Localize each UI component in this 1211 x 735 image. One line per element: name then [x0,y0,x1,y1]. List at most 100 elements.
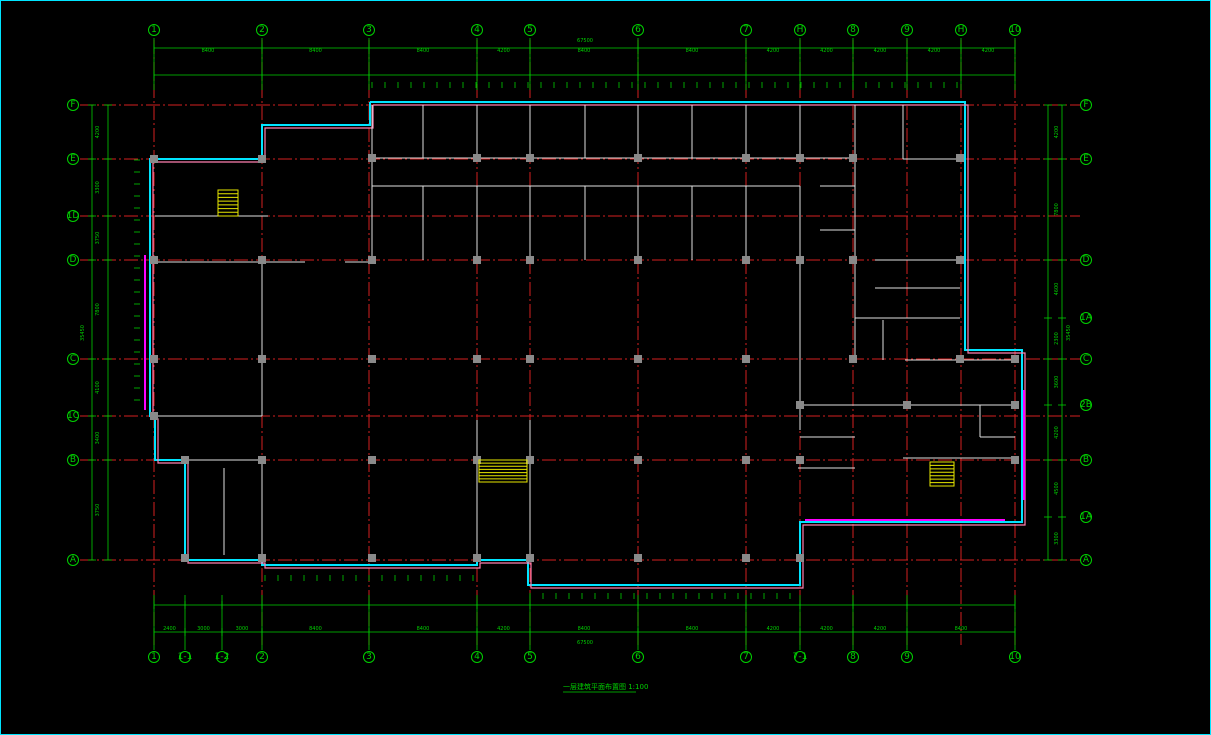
right-overall-dimension: 35450 [1066,325,1072,341]
dimension-text: 4200 [1054,426,1060,439]
axis-bubble-bottom [740,651,752,663]
walls [144,101,1026,589]
dimension-text: 3750 [95,504,101,517]
stair-outline [217,189,239,217]
axis-label-right: 1A [1080,512,1093,522]
structural-column [796,256,804,264]
dimension-texts: 8400 8400 8400 4200 8400 8400 4200 4200 4200 4200… [95,48,1060,632]
dimension-text: 4200 [928,48,941,54]
axis-label-left: 1C [67,411,79,421]
axis-label-top: 8 [850,25,856,35]
dimension-text: 8400 [955,626,968,632]
structural-column [903,401,911,409]
axis-label-top: 6 [635,25,641,35]
structural-column [634,554,642,562]
axis-label-right: F [1083,100,1088,110]
axis-bubble-top [363,24,375,36]
structural-column [258,456,266,464]
axis-bubble-top [1009,24,1021,36]
dimension-text: 4200 [820,626,833,632]
dimension-text: 2300 [1054,332,1060,345]
axis-bubble-left [67,210,79,222]
axis-label-right: E [1083,154,1089,164]
structural-column [796,401,804,409]
dimension-text: 4200 [874,626,887,632]
left-overall-dimension: 35450 [80,325,86,341]
dimension-text: 4200 [767,48,780,54]
dimension-text: 3300 [95,181,101,194]
axis-label-left: 1D [67,211,80,221]
dimension-text: 4200 [497,626,510,632]
axis-bubble-right [1080,554,1092,566]
axis-label-right: D [1083,255,1090,265]
axis-label-top: 10 [1009,25,1021,35]
axis-bubble-right [1080,254,1092,266]
axis-bubble-top [632,24,644,36]
dimension-text: 4200 [767,626,780,632]
structural-column [473,554,481,562]
structural-column [742,355,750,363]
axis-bubble-left [67,454,79,466]
structural-column [368,456,376,464]
axis-label-bottom: 4 [474,652,480,662]
dimension-text: 3400 [95,432,101,445]
structural-column [368,554,376,562]
structural-column [150,256,158,264]
axis-label-top: 5 [527,25,533,35]
dimension-text: 8400 [686,626,699,632]
axis-label-right: B [1083,455,1089,465]
axis-label-top: H [958,25,965,35]
dimension-text: 4200 [95,126,101,139]
dimension-text: 3000 [197,626,210,632]
structural-column [634,256,642,264]
axis-label-bottom: 1 [151,652,157,662]
axis-label-bottom: 1-1 [178,652,193,662]
exterior-wall-inner [152,104,1026,589]
structural-column [796,554,804,562]
structural-column [1011,456,1019,464]
stairs [217,189,955,487]
dimension-text: 3300 [1054,532,1060,545]
structural-column [796,154,804,162]
structural-column [956,256,964,264]
structural-column [849,256,857,264]
axis-label-left: F [70,100,75,110]
structural-column [368,355,376,363]
axis-bubble-top [901,24,913,36]
dimension-text: 8400 [202,48,215,54]
axis-bubble-top [955,24,967,36]
stair-outline [478,459,528,483]
dimension-text: 4200 [820,48,833,54]
dimension-text: 7800 [1054,203,1060,216]
dimension-text: 8400 [686,48,699,54]
structural-column [150,155,158,163]
dimension-text: 8400 [309,48,322,54]
axis-label-top: 2 [259,25,265,35]
axis-bubble-right [1080,353,1092,365]
axis-label-right: 2B [1080,400,1092,410]
axis-label-top: 9 [904,25,910,35]
dimension-text: 8400 [417,626,430,632]
dimension-text: 8400 [309,626,322,632]
axis-bubble-left [67,153,79,165]
axis-label-bottom: 7 [743,652,749,662]
axis-bubble-bottom [471,651,483,663]
drawing-title: 一层建筑平面布置图 1:100 [563,682,648,691]
axis-bubble-right [1080,312,1092,324]
axis-label-right: 1A [1080,313,1093,323]
structural-column [634,154,642,162]
axis-label-right: C [1083,354,1089,364]
axis-bubble-bottom [216,651,228,663]
stair-outline [929,461,955,487]
structural-column [526,256,534,264]
axis-bubble-right [1080,511,1092,523]
dimension-text: 4500 [1054,482,1060,495]
structural-column [742,154,750,162]
axis-bubble-top [794,24,806,36]
axis-label-left: E [70,154,76,164]
structural-column [956,154,964,162]
axis-bubble-top [148,24,160,36]
structural-column [258,256,266,264]
axis-label-left: C [70,354,76,364]
